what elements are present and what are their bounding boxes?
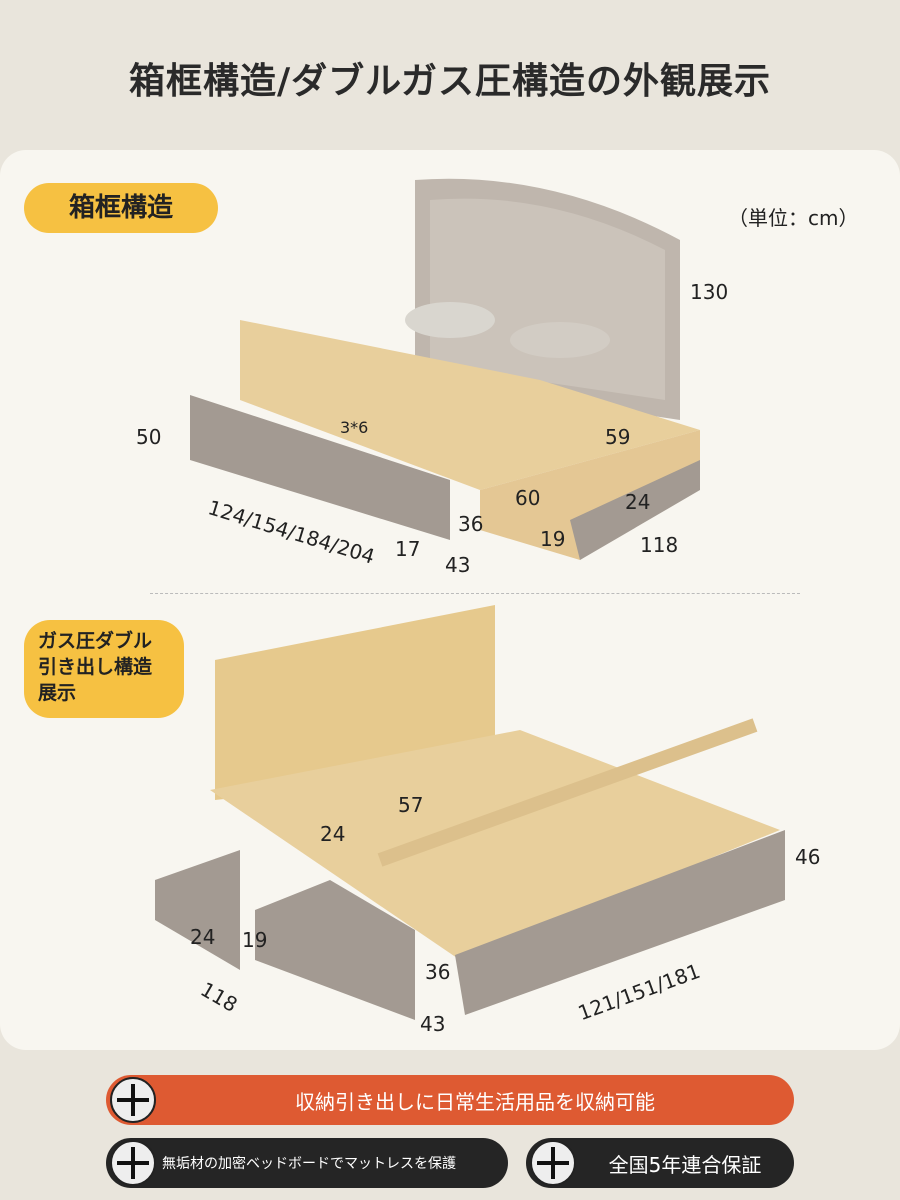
dim-compartment: 57: [398, 793, 424, 817]
plus-icon: [530, 1140, 576, 1186]
section-label-box-frame: 箱框構造: [24, 183, 218, 233]
bed-top-image: [190, 178, 700, 560]
dim-height: 130: [690, 280, 729, 304]
dim-rail-height: 36: [458, 512, 484, 536]
dim-drawer-length: 118: [640, 533, 679, 557]
dim-rail-depth: 43: [445, 553, 471, 577]
section-label-gas-lift: ガス圧ダブル引き出し構造展示: [24, 620, 184, 718]
dim-slat: 3*6: [340, 418, 369, 437]
dim-rail-height: 36: [425, 960, 451, 984]
dim-height: 46: [795, 845, 821, 869]
dim-drawer-height: 24: [190, 925, 216, 949]
dim-inner-height: 24: [320, 822, 346, 846]
dim-drawer-depth: 60: [515, 486, 541, 510]
feature-storage: 収納引き出しに日常生活用品を収納可能: [106, 1075, 794, 1125]
page-title: 箱框構造/ダブルガス圧構造の外観展示: [128, 61, 772, 102]
dim-drawer-inner: 19: [242, 928, 268, 952]
bed-bottom-image: [155, 605, 785, 1020]
feature-warranty: 全国5年連合保証: [526, 1138, 794, 1188]
dim-side-height: 50: [136, 425, 162, 449]
divider: [150, 593, 800, 594]
dim-drawer-width: 59: [605, 425, 631, 449]
unit-label: （単位：cm）: [728, 206, 859, 230]
feature-text: 全国5年連合保証: [608, 1152, 762, 1177]
feature-text: 収納引き出しに日常生活用品を収納可能: [295, 1089, 655, 1114]
feature-headboard: 無垢材の加密ベッドボードでマットレスを保護: [106, 1138, 508, 1188]
dim-drawer-inner: 19: [540, 527, 566, 551]
dim-leg: 17: [395, 537, 421, 561]
plus-icon: [110, 1140, 156, 1186]
bed-illustrations: [155, 178, 785, 1020]
plus-icon: [110, 1077, 156, 1123]
dim-rail-depth: 43: [420, 1012, 446, 1036]
feature-text: 無垢材の加密ベッドボードでマットレスを保護: [162, 1156, 456, 1172]
dim-drawer-height: 24: [625, 490, 651, 514]
